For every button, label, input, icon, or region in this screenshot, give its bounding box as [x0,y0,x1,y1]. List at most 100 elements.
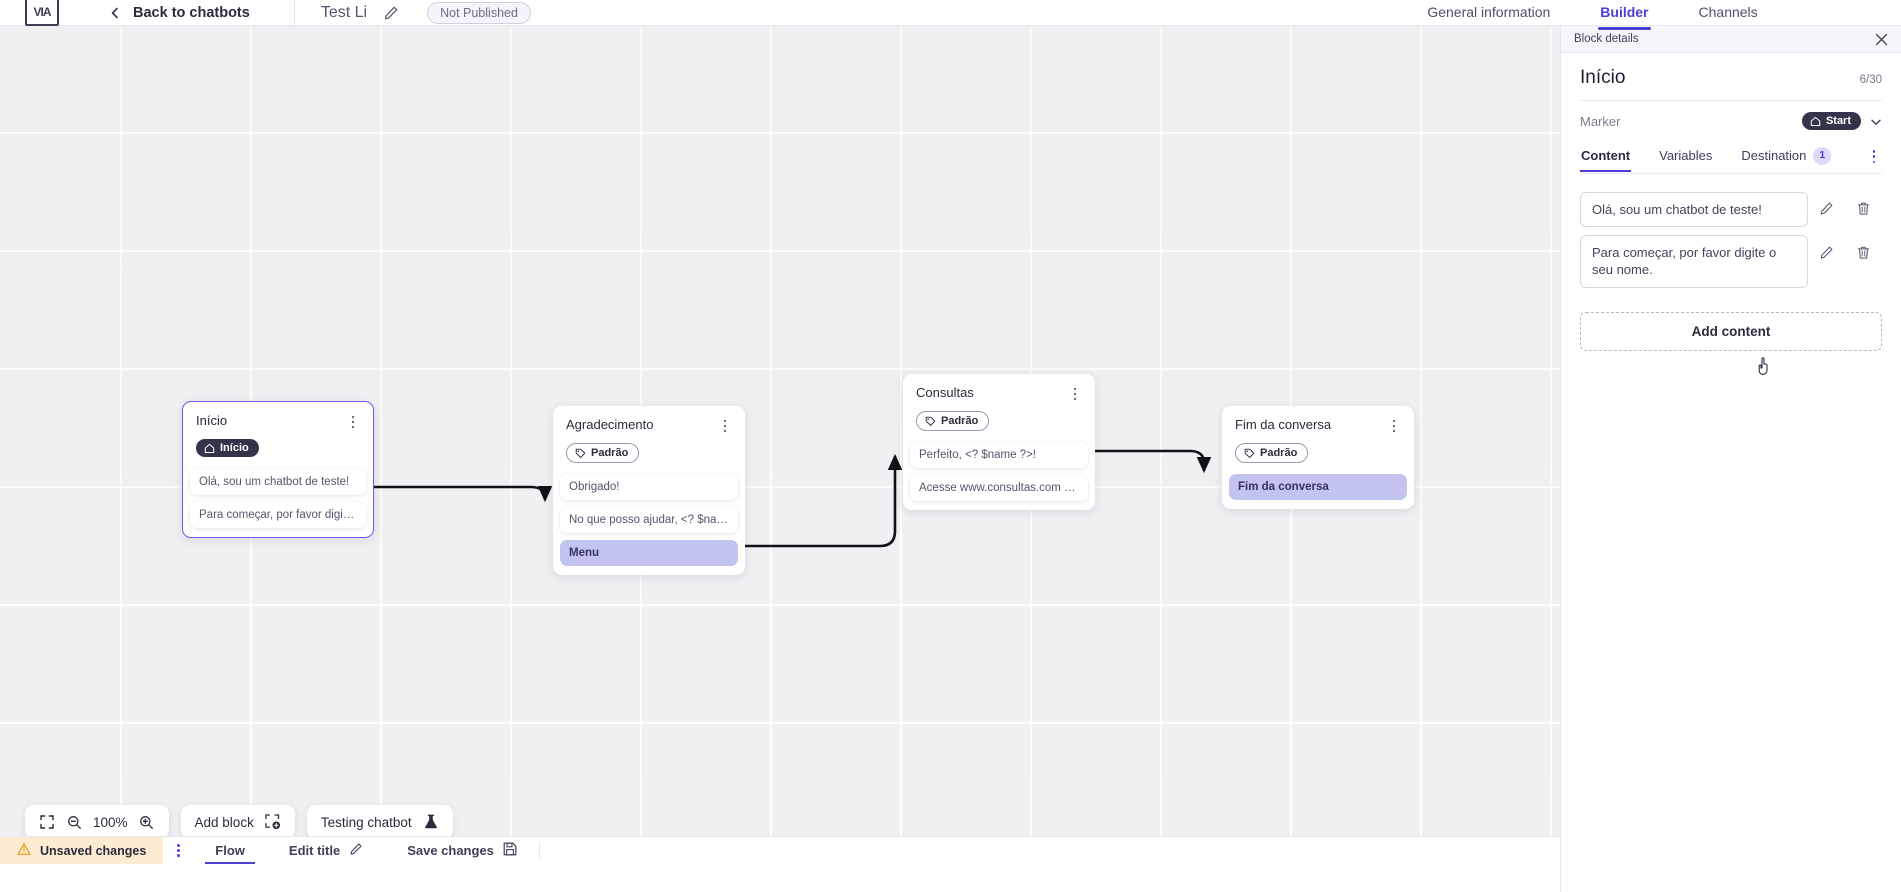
pencil-icon [349,842,363,859]
tab-general-information[interactable]: General information [1427,3,1551,20]
content-text[interactable]: Olá, sou um chatbot de teste! [1580,191,1808,228]
tab-destination[interactable]: Destination 1 [1740,142,1832,173]
flask-icon [423,814,439,830]
home-icon [204,443,215,453]
flow-block-agradecimento[interactable]: Agradecimento Padrão Obrigado! No que po… [553,406,745,575]
save-icon [503,842,517,859]
chevron-down-icon[interactable] [1870,115,1882,127]
trash-icon[interactable] [1845,241,1882,263]
block-tag-default: Padrão [916,411,990,431]
block-tag-label: Padrão [1260,447,1298,459]
page-title: Início [1580,67,1626,88]
block-details-title: Block details [1574,33,1639,45]
block-title-row: Agradecimento [566,417,732,434]
bottom-status-bar: Unsaved changes Flow Edit title Save cha… [0,836,1560,864]
block-message[interactable]: Obrigado! [560,473,738,500]
block-title: Início [196,413,228,428]
pencil-icon[interactable] [1808,198,1845,220]
block-title-row: Consultas [916,385,1082,402]
app-logo[interactable]: VIA [25,0,59,26]
canvas-toolbar: 100% Add block Testing chatbot [25,805,453,839]
tab-content[interactable]: Content [1580,143,1632,173]
block-title: Consultas [916,385,974,400]
trash-icon[interactable] [1845,198,1882,220]
block-message[interactable]: Perfeito, <? $name ?>! [910,441,1088,468]
block-message-end[interactable]: Fim da conversa [1229,473,1407,500]
block-messages: Obrigado! No que posso ajudar, <? $name … [553,464,745,575]
block-tag-start: Início [196,439,259,457]
add-block-label: Add block [194,814,254,830]
chatbot-title: Test Li [320,3,368,21]
testing-chatbot-button[interactable]: Testing chatbot [306,805,453,839]
kebab-menu-icon[interactable] [718,418,732,434]
statusbar-tab-flow[interactable]: Flow [193,837,267,864]
unsaved-changes-indicator: Unsaved changes [0,837,164,864]
tab-builder[interactable]: Builder [1598,0,1651,30]
divider [1580,100,1882,101]
back-to-chatbots-link[interactable]: Back to chatbots [133,4,250,21]
save-changes-button[interactable]: Save changes [385,837,539,864]
marker-value-label: Start [1825,115,1851,127]
kebab-menu-icon[interactable] [1866,149,1882,165]
block-message[interactable]: Olá, sou um chatbot de teste! [190,468,366,495]
pencil-icon[interactable] [383,5,399,21]
add-block-icon [265,814,281,830]
block-message[interactable]: No que posso ajudar, <? $name ... [560,506,738,533]
close-icon[interactable] [1875,33,1888,46]
zoom-out-icon[interactable] [66,814,82,830]
kebab-menu-icon[interactable] [1387,418,1401,434]
block-header: Início Início [183,402,373,459]
block-message[interactable]: Acesse www.consultas.com par... [910,474,1088,501]
kebab-menu-icon[interactable] [1068,386,1082,402]
destination-count-badge: 1 [1813,147,1832,165]
tab-channels[interactable]: Channels [1698,3,1758,20]
back-chevron-icon[interactable] [109,7,121,19]
flow-block-inicio[interactable]: Início Início Olá, sou um chatbot de tes… [182,401,374,538]
block-title: Fim da conversa [1235,417,1332,432]
publish-status-badge: Not Published [427,1,531,24]
edit-title-label: Edit title [288,843,341,858]
add-content-button[interactable]: Add content [1580,311,1882,351]
content-row: Para começar, por favor digite o seu nom… [1580,235,1882,288]
block-title-row: Início [196,413,360,430]
save-changes-label: Save changes [407,843,494,858]
block-title-row: Fim da conversa [1235,417,1401,434]
fit-screen-icon[interactable] [39,814,55,830]
home-icon [1810,116,1821,126]
marker-row: Marker Start [1580,101,1882,139]
statusbar-divider [538,842,540,859]
flow-label: Flow [215,843,245,858]
block-messages: Fim da conversa [1222,464,1414,509]
marker-start-badge[interactable]: Start [1801,112,1861,130]
statusbar-kebab-menu-icon[interactable] [163,837,193,864]
content-row: Olá, sou um chatbot de teste! [1580,191,1882,228]
block-details-title-row: Início 6/30 [1580,67,1882,89]
block-header: Consultas Padrão [903,374,1095,432]
tab-destination-label: Destination [1741,148,1807,164]
tag-icon [575,448,586,458]
block-message[interactable]: Para começar, por favor digite o ... [190,501,366,528]
tab-variables-label: Variables [1659,148,1713,164]
content-text[interactable]: Para começar, por favor digite o seu nom… [1580,235,1808,288]
block-message-menu[interactable]: Menu [560,539,738,566]
block-tag-label: Padrão [591,447,629,459]
edit-title-button[interactable]: Edit title [267,837,385,864]
add-block-button[interactable]: Add block [180,805,295,839]
block-details-body: Início 6/30 Marker Start Content Variabl… [1561,53,1901,174]
content-actions [1808,235,1882,263]
kebab-menu-icon[interactable] [346,414,360,430]
tab-variables[interactable]: Variables [1658,143,1713,171]
zoom-in-icon[interactable] [139,814,155,830]
pencil-icon[interactable] [1808,241,1845,263]
block-details-panel: Block details Início 6/30 Marker Start [1560,26,1901,892]
panel-top-tabs: General information Builder Channels [1284,0,1901,30]
zoom-controls: 100% [25,805,169,839]
mouse-cursor-icon [1757,356,1775,378]
tag-icon [1244,448,1255,458]
flow-canvas[interactable]: Início Início Olá, sou um chatbot de tes… [0,26,1560,864]
block-tag-label: Padrão [941,415,979,427]
unsaved-changes-label: Unsaved changes [40,843,147,858]
flow-block-fim-da-conversa[interactable]: Fim da conversa Padrão Fim da conversa [1222,406,1414,509]
flow-block-consultas[interactable]: Consultas Padrão Perfeito, <? $name ?>! … [903,374,1095,510]
block-tag-default: Padrão [1235,443,1309,463]
